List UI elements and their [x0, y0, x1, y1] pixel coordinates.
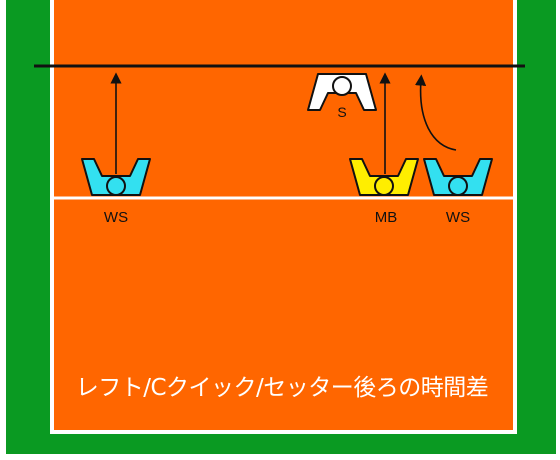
label-ws-left: WS — [104, 209, 128, 226]
court — [50, 0, 517, 434]
diagram-caption: レフト/Cクイック/セッター後ろの時間差 — [75, 375, 489, 401]
player-mb — [349, 158, 419, 196]
court-edge-right — [556, 0, 560, 460]
player-ws-right — [423, 158, 493, 196]
label-setter: S — [337, 104, 346, 120]
player-setter — [307, 73, 377, 111]
label-mb: MB — [375, 209, 398, 226]
label-ws-right: WS — [446, 209, 470, 226]
player-ws-left — [81, 158, 151, 196]
court-edge-left — [0, 0, 6, 460]
ws-right-curved-arrow — [414, 74, 457, 151]
court-edge-bottom — [0, 454, 560, 460]
